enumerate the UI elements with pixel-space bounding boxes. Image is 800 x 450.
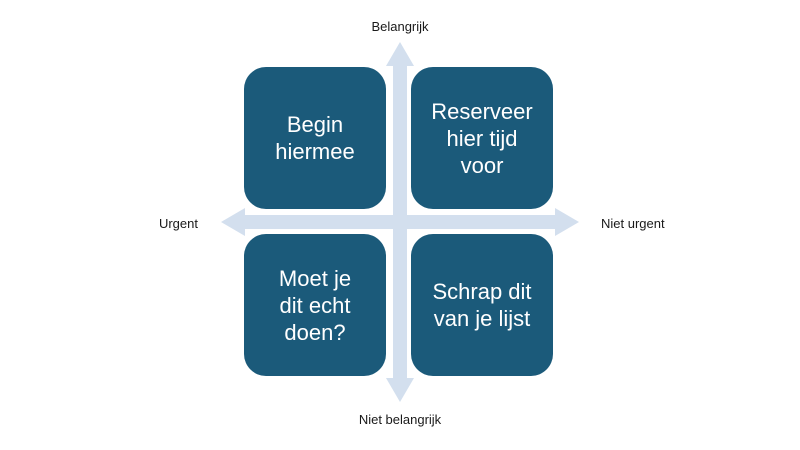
quadrant-top-left-text: Begin hiermee [275, 112, 355, 164]
quadrant-bottom-left-text: Moet je dit echt doen? [278, 265, 352, 345]
arrow-up-icon [386, 42, 414, 66]
axis-label-top: Belangrijk [371, 19, 429, 34]
axis-label-right: Niet urgent [601, 216, 665, 231]
quadrant-top-left: Begin hiermee [244, 67, 386, 209]
axis-label-left: Urgent [158, 216, 198, 231]
arrow-right-icon [555, 208, 579, 236]
axis-label-bottom: Niet belangrijk [358, 412, 442, 427]
quadrant-bottom-right-text: Schrap dit van je lijst [432, 279, 532, 331]
arrow-left-icon [221, 208, 245, 236]
arrow-down-icon [386, 378, 414, 402]
quadrant-bottom-left: Moet je dit echt doen? [244, 234, 386, 376]
quadrant-top-right-text: Reserveer hier tijd voor [431, 98, 533, 178]
quadrant-top-right: Reserveer hier tijd voor [411, 67, 553, 209]
horizontal-axis-shaft [236, 215, 564, 229]
quadrant-bottom-right: Schrap dit van je lijst [411, 234, 553, 376]
